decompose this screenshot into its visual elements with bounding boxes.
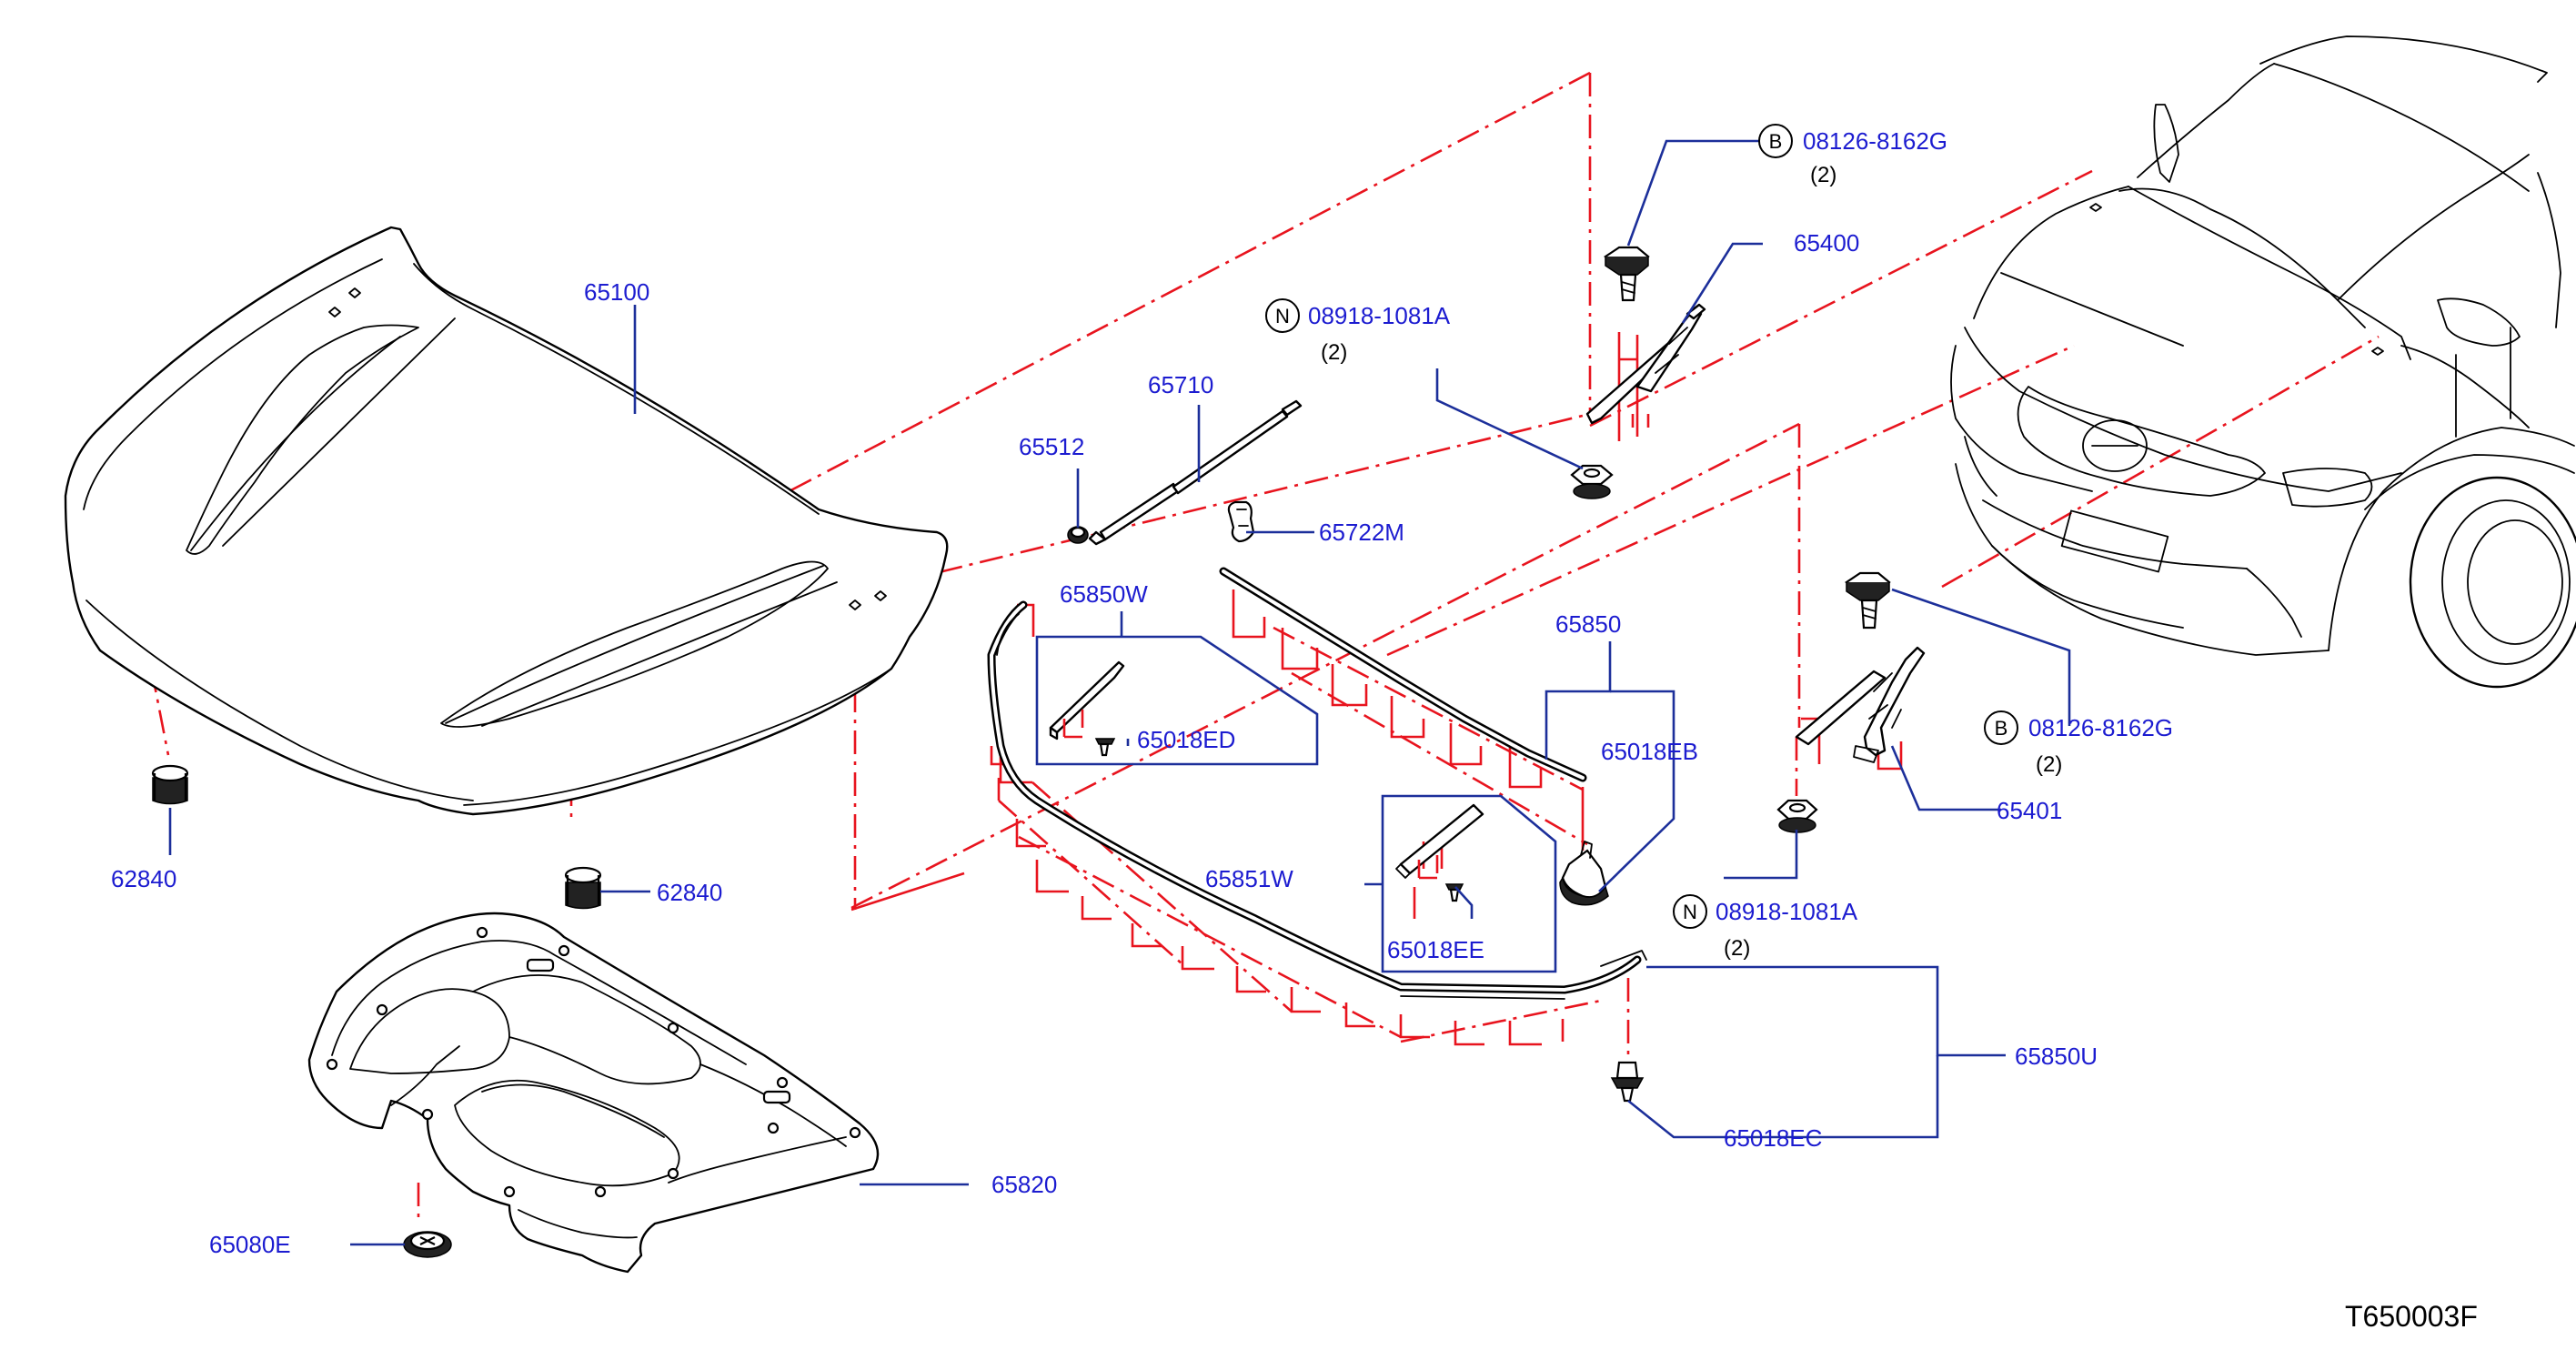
- insulator-clip: [403, 1231, 452, 1258]
- label-bolt-top-qty: (2): [1810, 163, 1836, 187]
- label-nut-top: 08918-1081A: [1308, 302, 1451, 329]
- label-clip-ee: 65018EE: [1387, 936, 1484, 963]
- seal-65851w: [987, 600, 1647, 1000]
- label-support-rod: 65710: [1148, 371, 1213, 398]
- svg-text:N: N: [1683, 901, 1697, 923]
- label-bolt-bottom: 08126-8162G: [2028, 714, 2173, 741]
- label-rod-grommet: 65512: [1019, 433, 1084, 460]
- detail-box-65851w: [1381, 794, 1557, 973]
- label-seal-u: 65850U: [2015, 1043, 2098, 1070]
- label-clip-ec: 65018EC: [1724, 1124, 1822, 1152]
- label-seal-850: 65850: [1555, 610, 1621, 638]
- svg-text:N: N: [1275, 305, 1290, 327]
- clip-65018eb: [1559, 841, 1609, 906]
- label-clip-eb: 65018EB: [1601, 738, 1698, 765]
- hinge-right: [1585, 303, 1706, 425]
- vehicle-front-view: [1950, 35, 2576, 689]
- hood-support-rod: [1088, 399, 1303, 546]
- svg-text:B: B: [1769, 130, 1783, 153]
- clip-65018ec: [1610, 1061, 1645, 1103]
- label-bolt-top: 08126-8162G: [1803, 127, 1947, 155]
- bolt-badge-top: B: [1758, 124, 1793, 158]
- hood-bumper-rubber-right: [564, 866, 602, 910]
- nut-badge-top: N: [1265, 298, 1300, 333]
- label-clip-ed: 65018ED: [1137, 726, 1235, 753]
- nut-lower: [1776, 799, 1818, 833]
- label-bumper-rubber-right: 62840: [657, 879, 722, 906]
- label-nut-bottom-qty: (2): [1724, 936, 1750, 961]
- hood-panel: [64, 226, 949, 816]
- detail-box-65850w: [1035, 635, 1319, 766]
- bolt-lower: [1845, 571, 1891, 630]
- svg-text:B: B: [1995, 717, 2008, 740]
- leader-lines: [168, 139, 2071, 1246]
- label-insulator-clip: 65080E: [209, 1231, 291, 1258]
- nut-badge-bottom: N: [1673, 894, 1707, 929]
- part-labels: 65100 62840 62840 65820 65080E 65710 655…: [111, 127, 2478, 1333]
- label-nut-top-qty: (2): [1321, 340, 1347, 365]
- label-seal-851w: 65851W: [1205, 865, 1293, 892]
- rod-clip: [1227, 500, 1255, 543]
- hinge-left: [1795, 646, 1926, 763]
- label-rod-clip: 65722M: [1319, 519, 1404, 546]
- label-insulator: 65820: [991, 1171, 1057, 1198]
- label-hood: 65100: [584, 278, 649, 306]
- rod-grommet: [1067, 526, 1089, 544]
- label-bumper-rubber-left: 62840: [111, 865, 176, 892]
- label-bolt-bottom-qty: (2): [2036, 752, 2062, 777]
- hood-bumper-rubber-left: [151, 764, 189, 805]
- label-nut-bottom: 08918-1081A: [1716, 898, 1858, 925]
- label-hinge-left: 65401: [1997, 797, 2062, 824]
- label-seal-w: 65850W: [1060, 580, 1148, 608]
- label-hinge-right: 65400: [1794, 229, 1859, 257]
- bolt-upper: [1604, 246, 1650, 302]
- seal-65850: [1219, 567, 1587, 782]
- hood-insulator: [307, 912, 880, 1274]
- diagram-code: T650003F: [2345, 1300, 2478, 1333]
- nut-upper: [1570, 464, 1614, 499]
- bolt-badge-bottom: B: [1984, 710, 2018, 745]
